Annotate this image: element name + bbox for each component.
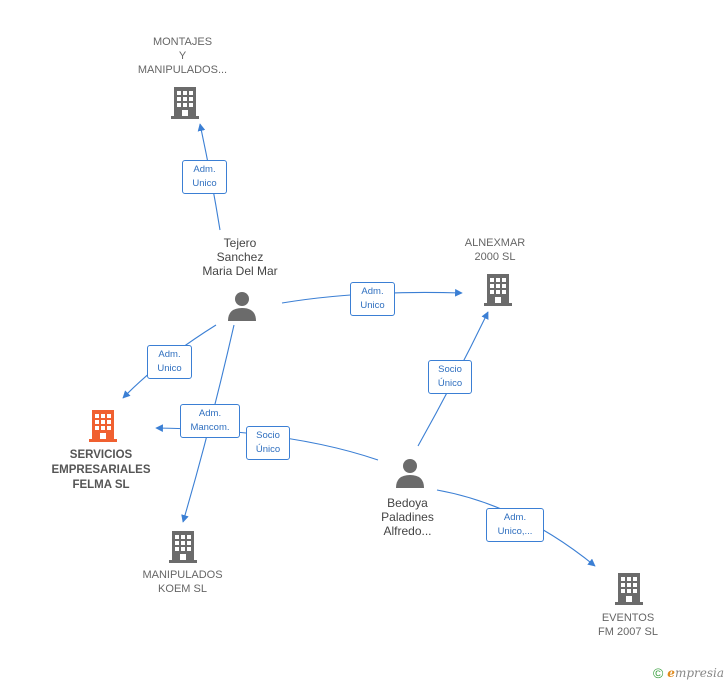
person-icon-tejero bbox=[228, 292, 256, 321]
edge-label-line: Mancom. bbox=[190, 422, 230, 433]
edge-label-line: Único bbox=[437, 378, 463, 389]
node-label-line: KOEM SL bbox=[158, 583, 207, 595]
node-label-line: Y bbox=[178, 50, 187, 62]
edge-label-line: Adm. bbox=[193, 164, 216, 175]
edge-label-tejero-servicios[interactable]: Adm. Unico bbox=[147, 345, 192, 379]
node-label-tejero[interactable]: Tejero Sanchez Maria Del Mar bbox=[185, 236, 295, 278]
node-label-line: FELMA SL bbox=[72, 479, 130, 491]
person-icon-bedoya bbox=[396, 459, 424, 488]
edge-label-bedoya-servicios[interactable]: Socio Único bbox=[246, 426, 290, 460]
edge-label-tejero-montajes[interactable]: Adm. Unico bbox=[182, 160, 227, 194]
edge-label-tejero-alnexmar[interactable]: Adm. Unico bbox=[350, 282, 395, 316]
node-label-line: Bedoya bbox=[387, 496, 428, 510]
edge-label-line: Adm. bbox=[198, 408, 222, 419]
node-label-line: Tejero bbox=[223, 236, 257, 250]
edge-label-line: Socio bbox=[256, 430, 280, 441]
brand-initial: e bbox=[667, 666, 675, 680]
edge-label-line: Unico bbox=[157, 363, 182, 374]
node-label-line: Alfredo... bbox=[383, 524, 432, 538]
node-label-line: Paladines bbox=[381, 510, 434, 524]
node-label-line: EVENTOS bbox=[601, 612, 655, 624]
edge-label-bedoya-eventos[interactable]: Adm. Unico,... bbox=[486, 508, 544, 542]
building-icon-eventos bbox=[615, 573, 643, 605]
node-label-bedoya[interactable]: Bedoya Paladines Alfredo... bbox=[355, 496, 460, 538]
node-label-montajes[interactable]: MONTAJES Y MANIPULADOS... bbox=[125, 35, 240, 77]
edge-label-line: Unico,... bbox=[497, 526, 533, 537]
node-label-line: SERVICIOS bbox=[69, 449, 133, 461]
node-label-eventos[interactable]: EVENTOS FM 2007 SL bbox=[578, 611, 678, 639]
building-icon-servicios bbox=[89, 410, 117, 442]
edge-label-line: Socio bbox=[438, 364, 462, 375]
edge-label-line: Unico bbox=[192, 178, 217, 189]
node-label-line: MANIPULADOS... bbox=[137, 64, 228, 76]
edge-label-bedoya-alnexmar[interactable]: Socio Único bbox=[428, 360, 472, 394]
edge-label-line: Unico bbox=[360, 300, 385, 311]
edge-label-line: Adm. bbox=[503, 512, 527, 523]
node-label-servicios[interactable]: SERVICIOS EMPRESARIALES FELMA SL bbox=[40, 448, 162, 493]
building-icon-koem bbox=[169, 531, 197, 563]
node-label-line: FM 2007 SL bbox=[598, 626, 658, 638]
building-icon-montajes bbox=[171, 87, 199, 119]
node-label-line: Sanchez bbox=[216, 250, 264, 264]
watermark: © empresia bbox=[653, 665, 724, 681]
edge-label-tejero-koem[interactable]: Adm. Mancom. bbox=[180, 404, 240, 438]
brand-name: mpresia bbox=[674, 666, 724, 680]
node-label-alnexmar[interactable]: ALNEXMAR 2000 SL bbox=[445, 236, 545, 264]
copyright-icon: © bbox=[652, 665, 664, 681]
building-icon-alnexmar bbox=[484, 274, 512, 306]
node-label-line: EMPRESARIALES bbox=[51, 464, 151, 476]
node-label-line: MANIPULADOS bbox=[142, 569, 223, 581]
node-label-line: Maria Del Mar bbox=[202, 264, 278, 278]
node-label-koem[interactable]: MANIPULADOS KOEM SL bbox=[125, 568, 240, 596]
edge-label-line: Único bbox=[255, 444, 281, 455]
node-label-line: ALNEXMAR bbox=[464, 237, 526, 249]
node-label-line: MONTAJES bbox=[152, 36, 213, 48]
brand-logo: empresia bbox=[667, 666, 724, 680]
node-label-line: 2000 SL bbox=[474, 251, 516, 263]
edge-label-line: Adm. bbox=[158, 349, 181, 360]
edge-label-line: Adm. bbox=[361, 286, 384, 297]
